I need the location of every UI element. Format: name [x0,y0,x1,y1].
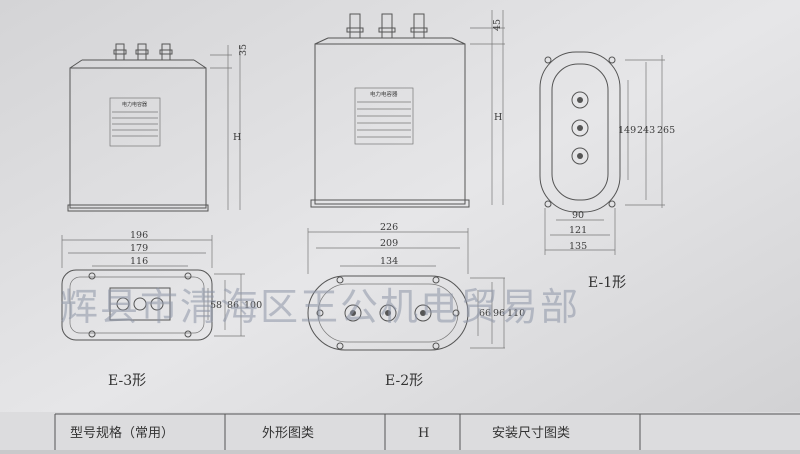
e3-dim-height: H [233,132,241,143]
e2-top-view: 226 209 134 66 96 110 E-2形 [307,222,525,389]
e1-dim-length-1: 149 [618,125,636,136]
table-header-outline: 外形图类 [262,426,314,441]
e2-label: E-2形 [385,373,423,389]
spec-table: 型号规格（常用） 外形图类 H 安装尺寸图类 [0,412,800,450]
e2-nameplate [354,87,414,145]
e3-dim-width-3: 116 [130,256,148,267]
e2-front-view: 电力电容器 45 H [310,10,505,208]
e2-dim-height: H [494,112,502,123]
table-header-h: H [418,426,429,441]
e2-dim-width-1: 226 [380,222,398,233]
e2-dim-depth-3: 110 [507,308,525,319]
e2-dim-width-3: 134 [380,256,398,267]
e1-top-view: 149 243 265 90 121 135 E-1形 [539,51,675,291]
e3-dim-depth-3: 100 [244,300,262,311]
e2-dim-top: 45 [492,19,503,31]
e3-nameplate [109,97,161,147]
e1-dim-width-1: 90 [572,210,584,221]
e2-dim-width-2: 209 [380,238,398,249]
e3-dim-width-1: 196 [130,230,148,241]
e1-label: E-1形 [588,275,626,291]
e3-nameplate-title: 电力电容器 [122,101,147,108]
e1-dim-length-2: 243 [637,125,655,136]
e3-dim-depth-1: 58 [210,300,222,311]
e1-dim-length-3: 265 [657,125,675,136]
e3-label: E-3形 [108,373,146,389]
e1-dim-width-3: 135 [569,241,587,252]
e3-dim-top: 35 [238,44,249,56]
e3-front-view: 电力电容器 35 H [67,43,249,212]
e2-dim-depth-1: 66 [479,308,491,319]
e3-dim-width-2: 179 [130,243,148,254]
e3-dim-depth-2: 86 [227,300,239,311]
e2-dim-depth-2: 96 [493,308,505,319]
e1-dim-width-2: 121 [569,225,587,236]
table-header-install: 安装尺寸图类 [492,426,570,441]
e3-top-view: 196 179 116 58 86 100 E-3形 [61,230,262,389]
e2-nameplate-title: 电力电容器 [370,90,398,98]
table-header-model: 型号规格（常用） [70,425,174,441]
watermark-text: 辉县市清海区王公机电贸易部 [60,285,580,329]
